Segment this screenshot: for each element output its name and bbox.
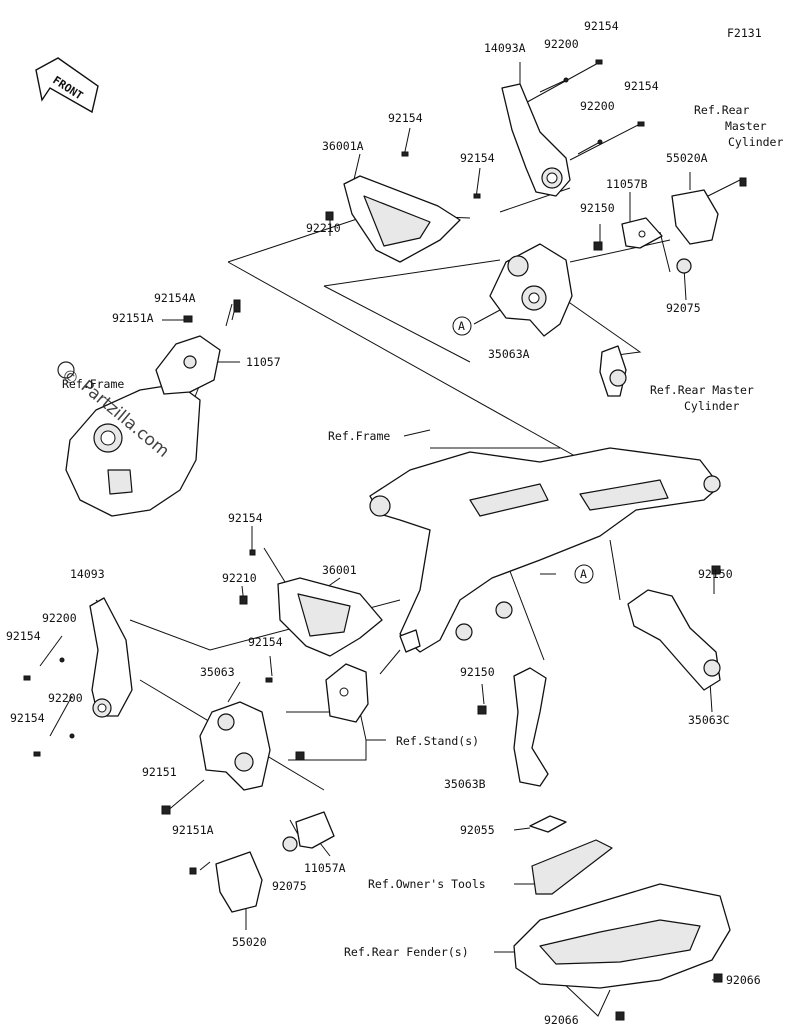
part-label: 14093A <box>484 41 526 55</box>
part-label: Master <box>725 119 767 133</box>
part-label: 92151 <box>142 765 177 779</box>
part-label: Ref.Rear <box>694 103 749 117</box>
part-label: Ref.Frame <box>62 377 124 391</box>
callout-a-2-label: A <box>580 567 587 581</box>
stand-pivot-ref <box>399 629 421 653</box>
part-label: 92151A <box>112 311 154 325</box>
bracket-11057B <box>621 217 663 249</box>
part-label: 36001 <box>322 563 357 577</box>
part-label: 92154A <box>154 291 196 305</box>
part-label: 14093 <box>70 567 105 581</box>
clip-92055 <box>529 815 567 833</box>
bracket-35063B <box>513 667 549 787</box>
footpeg-bracket-35063 <box>199 701 271 791</box>
part-label: 92150 <box>580 201 615 215</box>
bolt-markers <box>23 59 747 875</box>
owners-tools-ref <box>531 839 613 895</box>
rear-fender-ref <box>513 883 731 1021</box>
part-label: Ref.Stand(s) <box>396 734 479 748</box>
cover-36001 <box>239 577 383 657</box>
callout-a-1-label: A <box>458 319 465 333</box>
bracket-35063C <box>627 589 721 691</box>
part-label: Ref.Frame <box>328 429 390 443</box>
part-label: 55020 <box>232 935 267 949</box>
part-labels: 92154 14093A 92200 92154 92200 Ref.Rear … <box>6 19 783 1027</box>
part-label: 92200 <box>42 611 77 625</box>
bracket-11057 <box>155 303 233 395</box>
cover-36001A <box>325 175 461 263</box>
part-label: 92154 <box>248 635 283 649</box>
part-label: 92150 <box>698 567 733 581</box>
part-label: 92210 <box>306 221 341 235</box>
footpeg-bracket-35063A <box>489 243 573 337</box>
figure-id: F2131 <box>727 26 762 40</box>
part-label: 92066 <box>544 1013 579 1027</box>
plate-55020 <box>215 851 263 913</box>
callout-a-1: A <box>452 316 472 336</box>
part-label: 92075 <box>272 879 307 893</box>
bracket-11057A <box>295 811 335 849</box>
part-label: 11057 <box>246 355 281 369</box>
main-frame-ref <box>369 447 721 653</box>
part-label: 92066 <box>726 973 761 987</box>
collar-92075-b <box>282 836 298 852</box>
part-label: 35063B <box>444 777 486 791</box>
part-label: 35063 <box>200 665 235 679</box>
part-label: 92150 <box>460 665 495 679</box>
plate-55020A <box>671 189 719 245</box>
part-label: 92210 <box>222 571 257 585</box>
part-label: 92154 <box>388 111 423 125</box>
part-label: Cylinder <box>684 399 739 413</box>
part-label: 92200 <box>580 99 615 113</box>
callout-a-2: A <box>574 564 594 584</box>
part-label: Ref.Rear Master <box>650 383 754 397</box>
part-label: 92075 <box>666 301 701 315</box>
bracket-14093 <box>89 597 133 718</box>
part-label: 55020A <box>666 151 708 165</box>
part-label: 35063C <box>688 713 730 727</box>
master-cylinder-ref <box>599 345 627 397</box>
part-label: Cylinder <box>728 135 783 149</box>
bracket-14093A <box>501 83 571 197</box>
collar-92075 <box>676 258 692 274</box>
part-label: 11057A <box>304 861 346 875</box>
part-label: 92200 <box>544 37 579 51</box>
part-label: Ref.Owner's Tools <box>368 877 486 891</box>
part-label: 92154 <box>624 79 659 93</box>
part-label: 92154 <box>10 711 45 725</box>
front-arrow-icon: FRONT <box>35 57 99 114</box>
stand-plate-ref <box>325 663 369 723</box>
part-label: 92154 <box>460 151 495 165</box>
part-label: 35063A <box>488 347 530 361</box>
part-label: Ref.Rear Fender(s) <box>344 945 469 959</box>
part-label: 11057B <box>606 177 648 191</box>
part-label: 92154 <box>584 19 619 33</box>
part-label: 92055 <box>460 823 495 837</box>
part-label: 92154 <box>6 629 41 643</box>
part-label: 92154 <box>228 511 263 525</box>
frame-assembly-ref-left <box>65 383 201 517</box>
part-label: 92200 <box>48 691 83 705</box>
part-label: 36001A <box>322 139 364 153</box>
part-label: 92151A <box>172 823 214 837</box>
